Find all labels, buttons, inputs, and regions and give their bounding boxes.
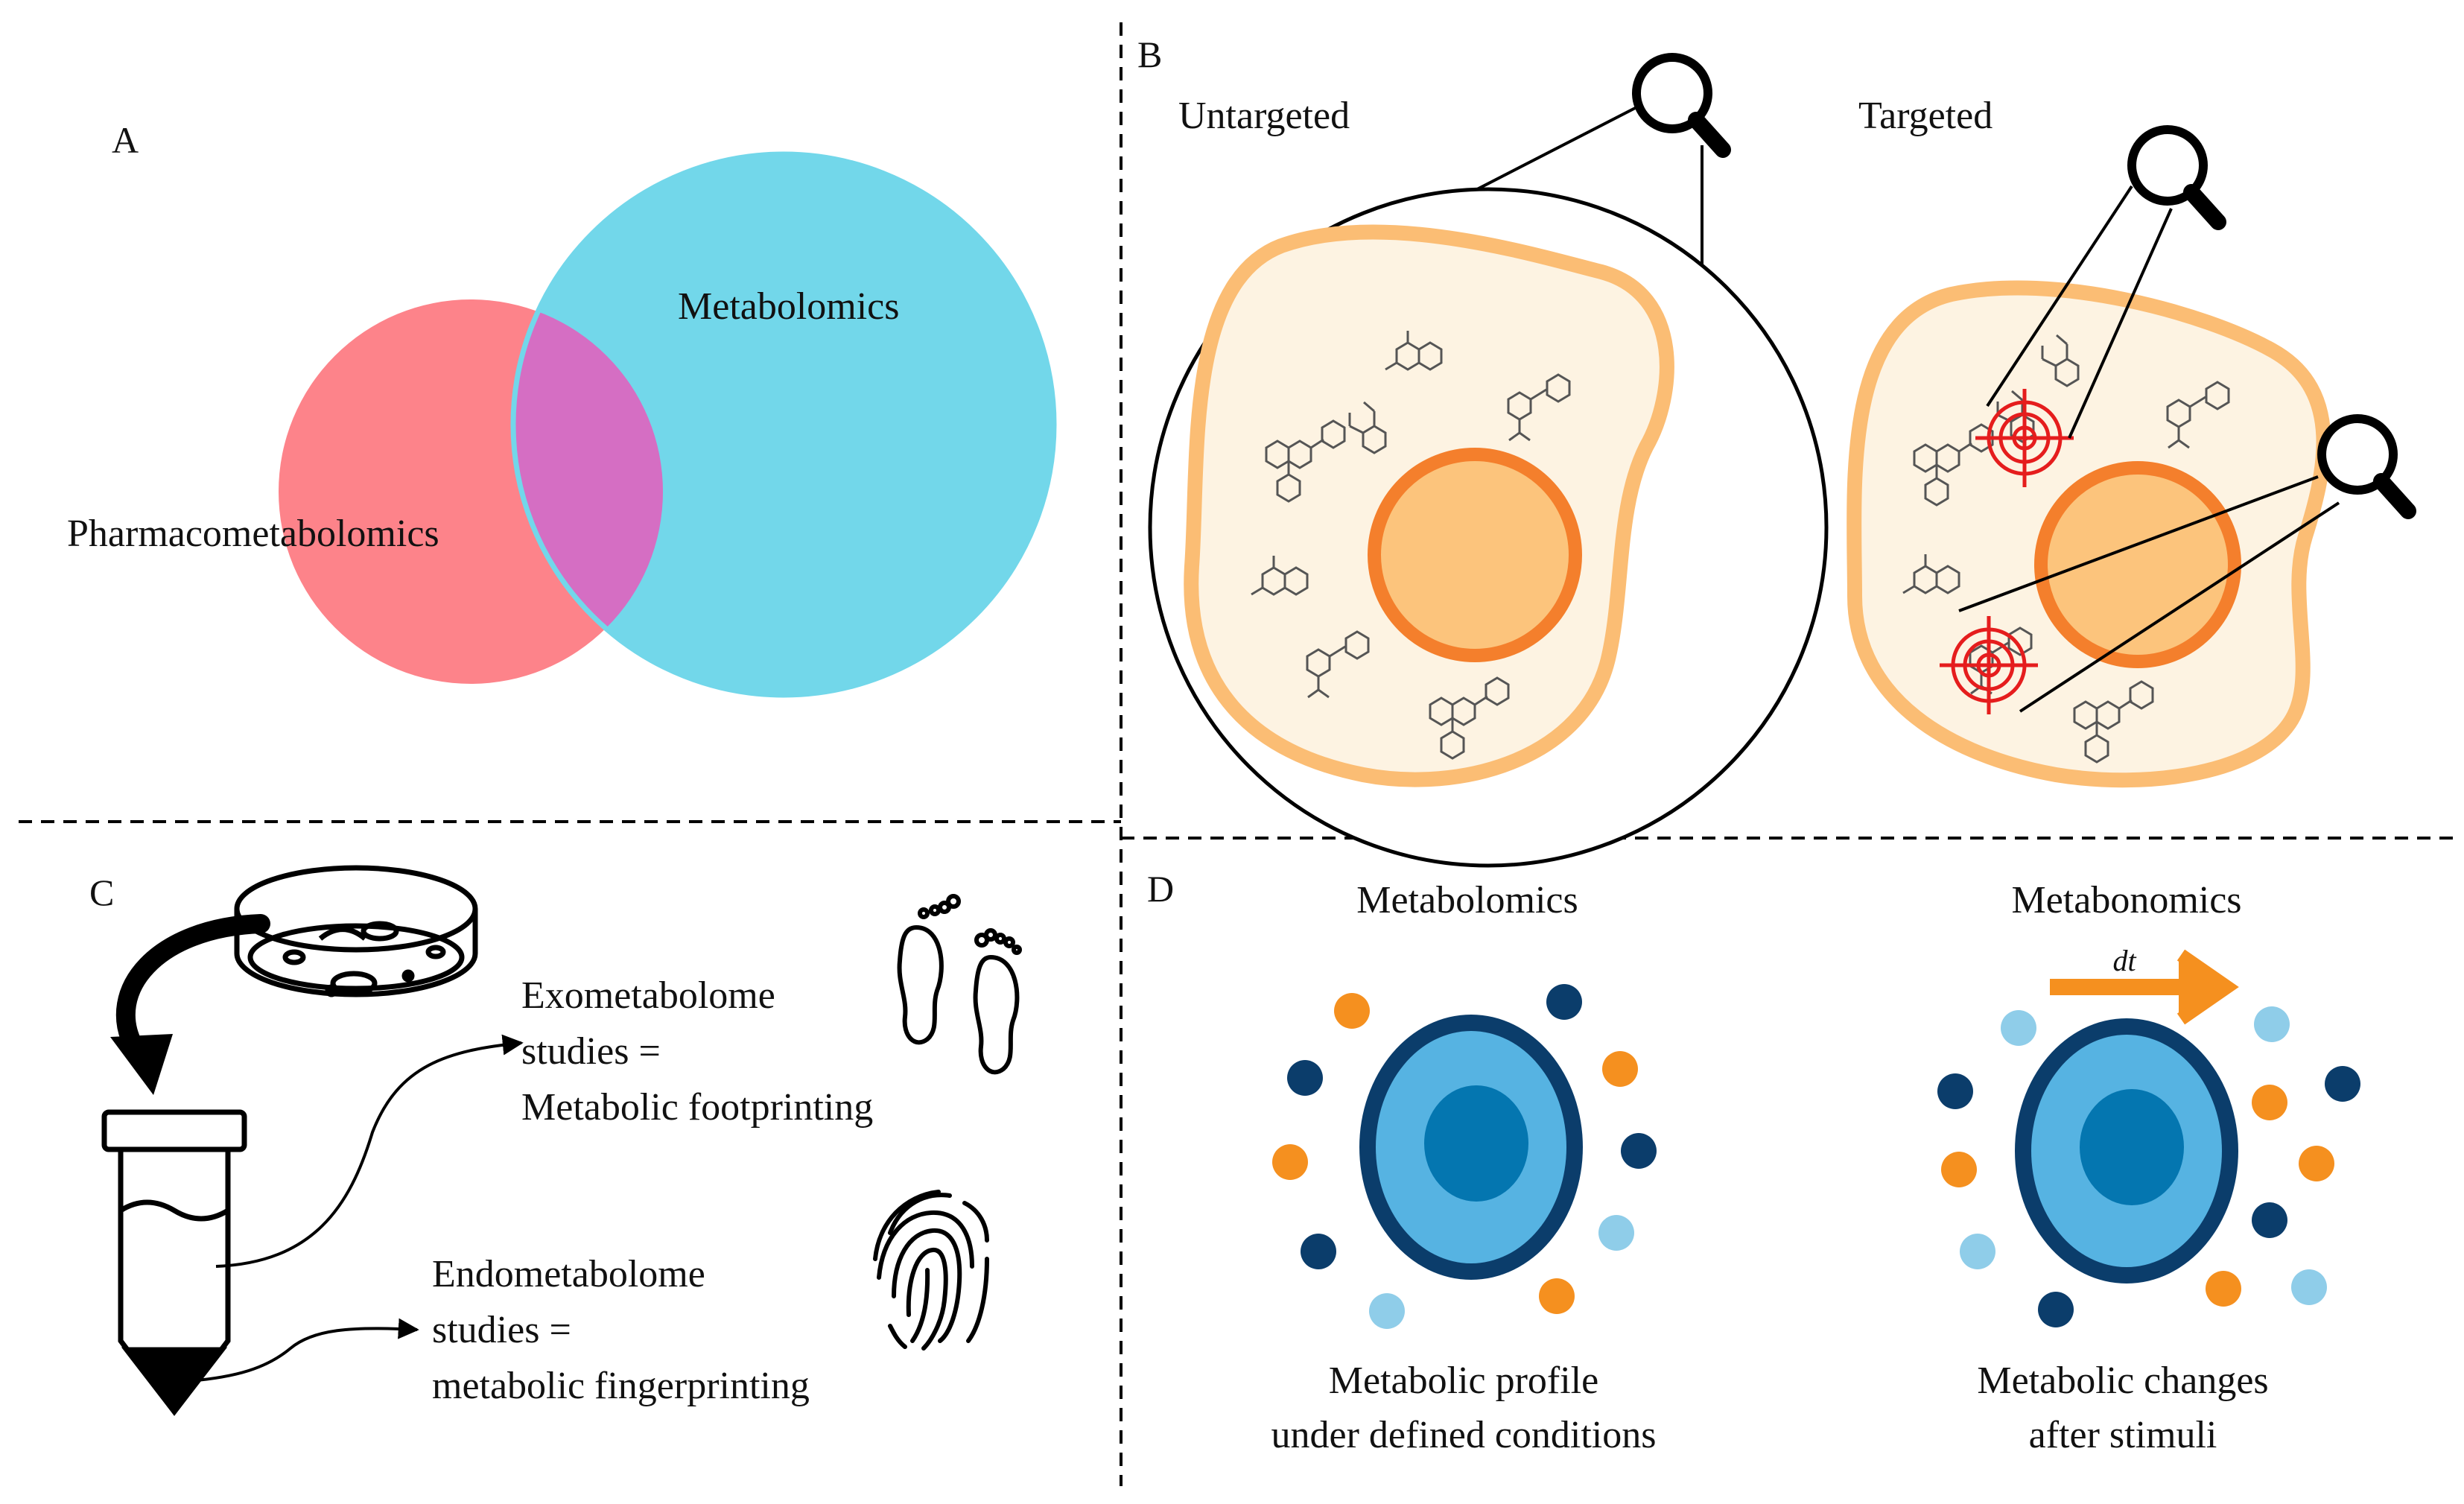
footprints-icon [897, 894, 1022, 1075]
endo-text-line3: metabolic fingerprinting [432, 1365, 810, 1407]
untargeted-title: Untargeted [1178, 95, 1350, 137]
untargeted-nucleus [1368, 448, 1582, 662]
exo-text-line3: Metabolic footprinting [521, 1086, 873, 1129]
endo-text-line2: studies = [432, 1309, 571, 1351]
panel-a: A Metabolomics Pharmacometabolomics [67, 119, 1057, 698]
targeted-nucleus [2034, 461, 2241, 668]
test-tube-icon [101, 1109, 247, 1416]
metabonomics-caption-line1: Metabolic changes [1977, 1359, 2268, 1402]
metabonomics-title: Metabonomics [2011, 879, 2241, 921]
magnifier-icon [2132, 130, 2218, 222]
curved-arrow-icon [110, 914, 270, 1095]
endo-arrow [178, 1318, 419, 1383]
overlap-edge [510, 151, 1057, 698]
panel-c: C [89, 865, 1022, 1416]
metabonomics-caption-line2: after stimuli [2029, 1414, 2217, 1456]
exo-text-line1: Exometabolome [521, 974, 775, 1017]
dt-label: dt [2112, 944, 2136, 977]
pharmacometabolomics-label: Pharmacometabolomics [67, 513, 439, 555]
metabolomics-caption-line1: Metabolic profile [1329, 1359, 1598, 1402]
untargeted-cell [1148, 103, 1829, 868]
panel-d-letter: D [1147, 868, 1174, 910]
metabolomics-dots [1272, 984, 1657, 1329]
panel-b: B Untargeted Targeted [1137, 34, 2408, 868]
panel-c-letter: C [89, 872, 114, 913]
fingerprint-icon [873, 1190, 989, 1351]
panel-a-letter: A [112, 119, 139, 161]
metabolomics-caption-line2: under defined conditions [1271, 1414, 1657, 1456]
magnifier-icon [2322, 419, 2408, 511]
petri-dish-icon [234, 865, 478, 997]
metabolomics-cell [1359, 1015, 1583, 1280]
panel-b-letter: B [1137, 34, 1162, 75]
magnifier-icon [1636, 57, 1723, 150]
metabolomics-title: Metabolomics [1356, 879, 1578, 921]
metabolomics-label: Metabolomics [678, 285, 900, 328]
time-arrow: dt [2050, 944, 2239, 1025]
targeted-cell [1847, 185, 2340, 788]
endo-text-line1: Endometabolome [432, 1253, 705, 1295]
targeted-title: Targeted [1858, 95, 1993, 137]
metabonomics-dots [1937, 1006, 2360, 1327]
metabonomics-cell [2015, 1018, 2238, 1284]
exo-arrow [215, 1034, 524, 1268]
panel-d: D Metabolomics Metabonomics dt [1147, 868, 2360, 1456]
exo-text-line2: studies = [521, 1030, 661, 1073]
